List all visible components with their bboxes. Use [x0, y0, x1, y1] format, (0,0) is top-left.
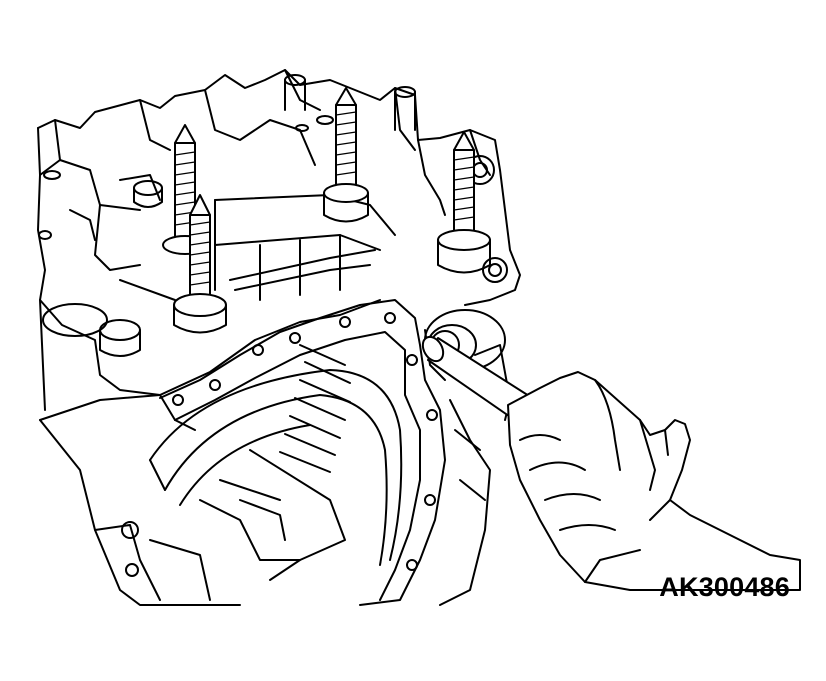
- guide-bolt-4: [437, 131, 491, 274]
- guide-bolt-2: [173, 194, 227, 334]
- guide-bolt-3: [323, 87, 369, 223]
- lower-housing: [39, 299, 511, 606]
- hand: [507, 371, 801, 591]
- figure-code-label: AK300486: [659, 572, 790, 602]
